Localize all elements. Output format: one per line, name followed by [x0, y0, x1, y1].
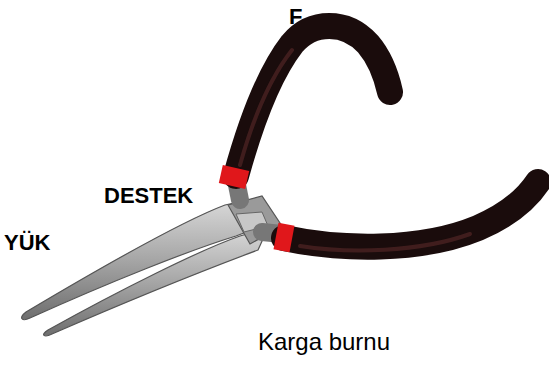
handle-highlight [300, 234, 470, 250]
handle-highlight [240, 50, 292, 165]
red-band [232, 168, 236, 186]
part-label: DESTEK [104, 183, 193, 209]
upper-jaw [22, 200, 262, 320]
part-label: YÜK [4, 230, 50, 256]
caption: Karga burnu [258, 328, 390, 356]
upper-handle [236, 26, 390, 176]
part-label: F [289, 4, 302, 30]
red-band [276, 236, 292, 239]
lower-handle [284, 182, 538, 247]
